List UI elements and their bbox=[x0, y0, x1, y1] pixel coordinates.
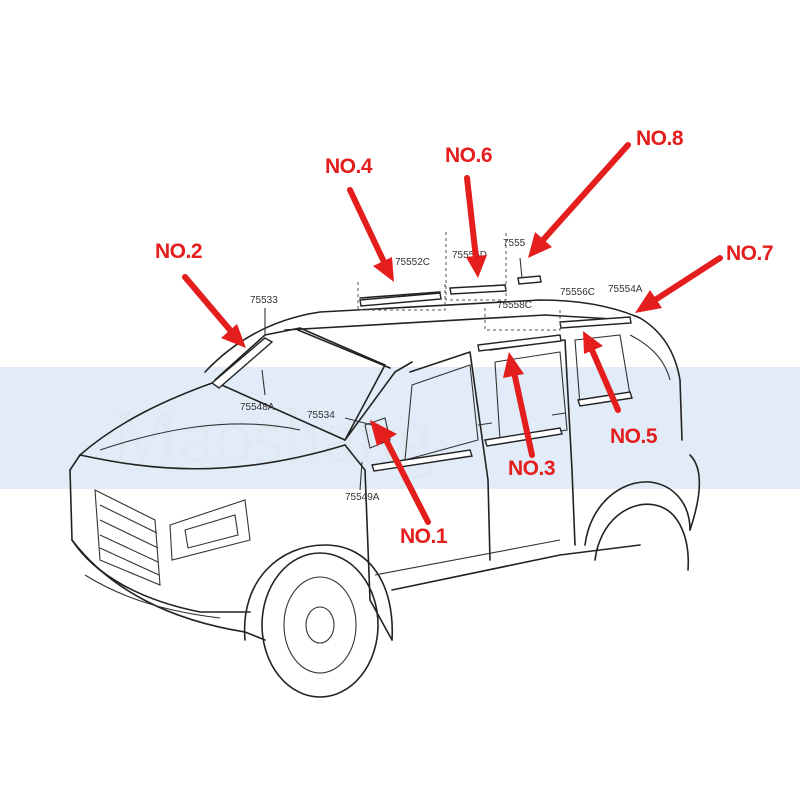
callout-no2: NO.2 bbox=[155, 240, 202, 263]
part-label-75558c: 75558C bbox=[497, 300, 532, 311]
trim-no4 bbox=[359, 292, 442, 307]
callout-labels: NO.1 NO.2 NO.3 NO.4 NO.5 NO.6 NO.7 NO.8 bbox=[155, 127, 774, 548]
trim-no3 bbox=[484, 427, 563, 447]
trim-no7 bbox=[559, 316, 632, 329]
part-label-75555d: 75555D bbox=[452, 250, 487, 261]
callout-no8: NO.8 bbox=[636, 127, 684, 150]
part-label-75552c: 75552C bbox=[395, 257, 430, 268]
car-outline bbox=[69, 277, 701, 698]
trim-no2 bbox=[210, 337, 274, 389]
part-label-7555: 7555 bbox=[503, 238, 526, 249]
part-label-75556c: 75556C bbox=[560, 287, 595, 298]
trim-front-door-top bbox=[477, 334, 562, 352]
arrow-head-no4 bbox=[373, 257, 394, 282]
part-number-labels: 75533 75548A 75534 75549A 75552C 75555D … bbox=[240, 238, 643, 503]
part-label-75549a: 75549A bbox=[345, 492, 380, 503]
callout-no4: NO.4 bbox=[325, 155, 373, 178]
part-label-75554a: 75554A bbox=[608, 284, 643, 295]
arrow-head-no5 bbox=[583, 331, 603, 354]
arrow-head-no3 bbox=[503, 352, 524, 378]
arrow-head-no6 bbox=[466, 255, 487, 278]
callout-no6: NO.6 bbox=[445, 144, 492, 167]
trim-strips bbox=[210, 275, 633, 472]
arrow-head-no2 bbox=[221, 324, 246, 348]
callout-no7: NO.7 bbox=[726, 242, 773, 265]
arrow-head-no1 bbox=[370, 420, 397, 446]
part-label-75534: 75534 bbox=[307, 410, 335, 421]
part-label-75533: 75533 bbox=[250, 295, 278, 306]
trim-no8 bbox=[517, 275, 542, 285]
callout-no3: NO.3 bbox=[508, 457, 555, 480]
arrow-head-no8 bbox=[528, 232, 552, 258]
callout-arrows bbox=[182, 142, 723, 525]
arrow-head-no7 bbox=[635, 290, 662, 313]
callout-no1: NO.1 bbox=[400, 525, 448, 548]
part-group-boxes bbox=[357, 232, 561, 331]
part-label-75548a: 75548A bbox=[240, 402, 275, 413]
callout-no5: NO.5 bbox=[610, 425, 658, 448]
part-leaders bbox=[261, 257, 523, 491]
trim-no6 bbox=[449, 284, 507, 295]
